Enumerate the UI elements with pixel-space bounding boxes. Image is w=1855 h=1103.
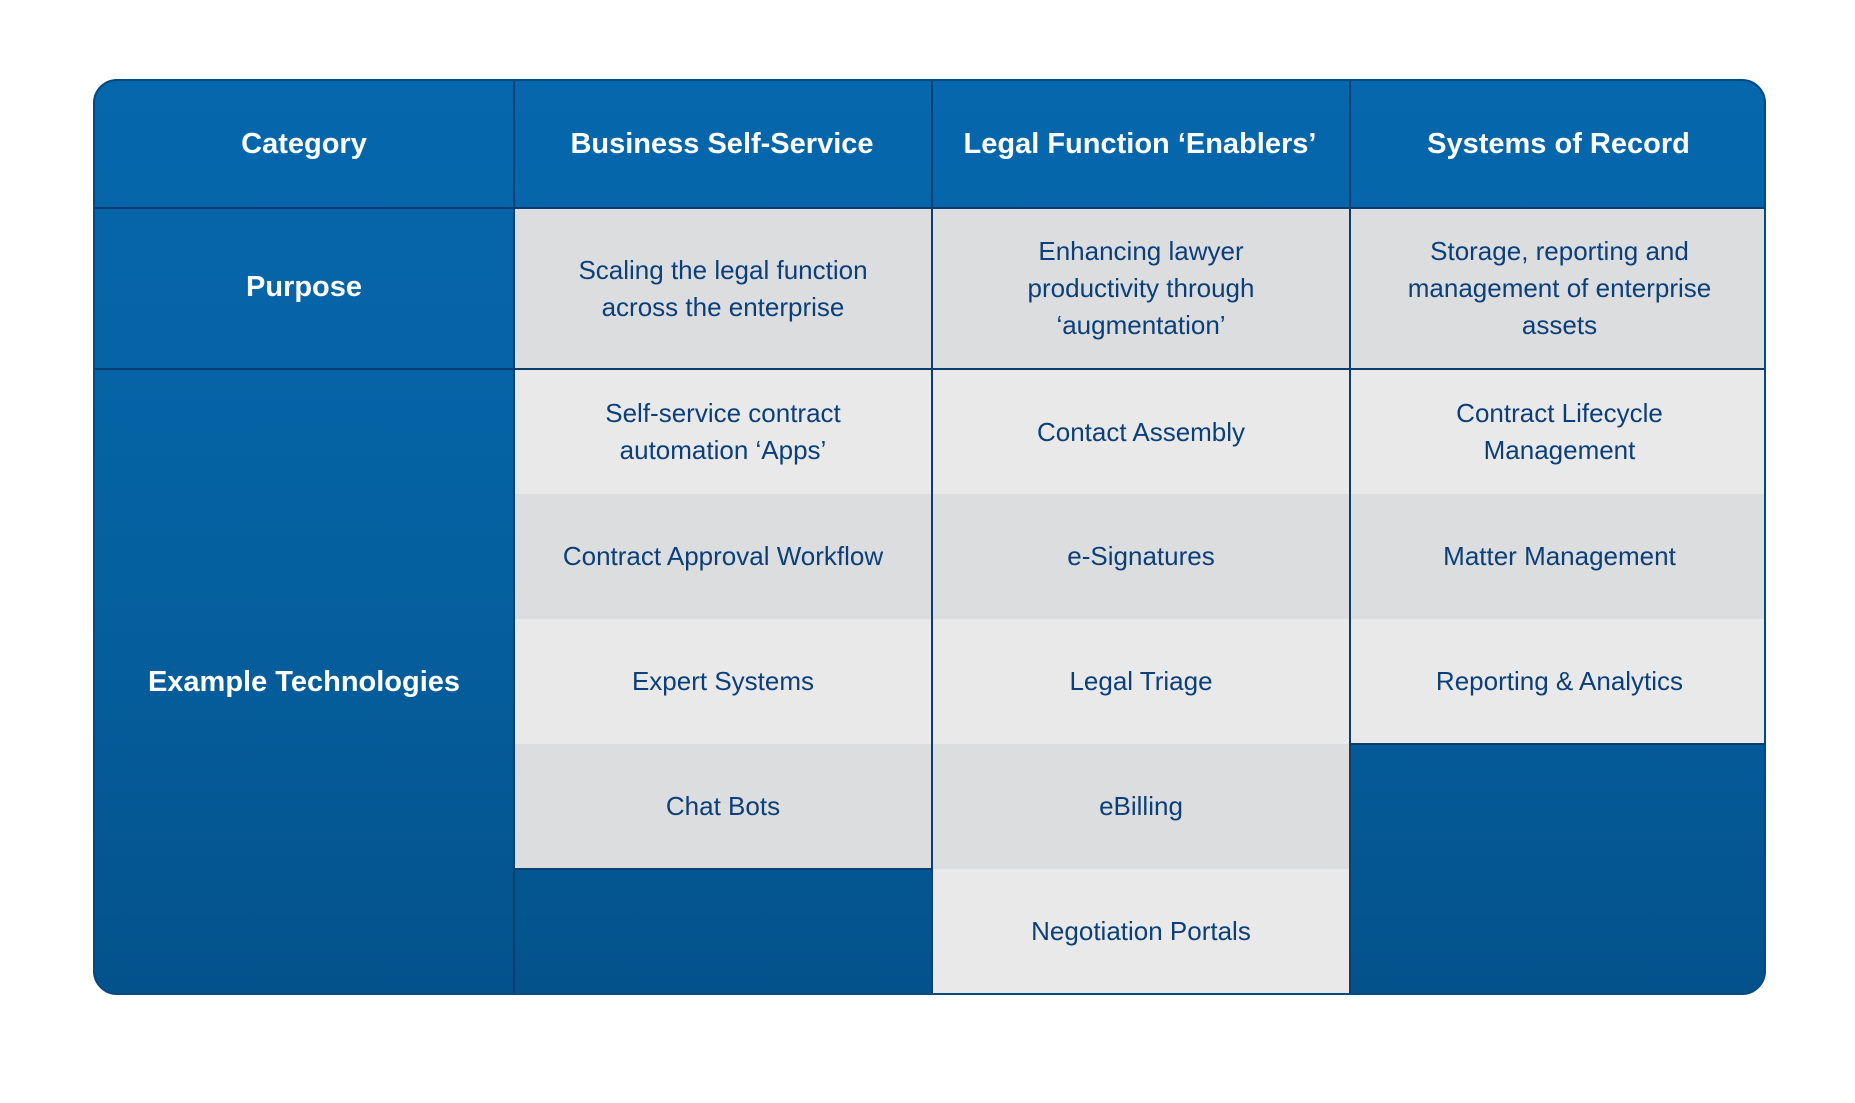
purpose-business-self-service: Scaling the legal function across the en… [515,209,931,368]
tech-e-signatures: e-Signatures [933,494,1349,619]
purpose-systems-of-record: Storage, reporting and management of ent… [1351,209,1764,368]
header-business-self-service: Business Self-Service [570,127,874,160]
technology-table: Category Business Self-Service Legal Fun… [93,79,1766,995]
tech-contact-assembly: Contact Assembly [933,370,1349,494]
row-label-example-technologies: Example Technologies [147,666,461,698]
tech-legal-triage: Legal Triage [933,619,1349,744]
tech-self-service-apps: Self-service contract automation ‘Apps’ [515,370,931,494]
row-label-purpose: Purpose [245,271,363,303]
column-divider [931,81,933,993]
tech-negotiation-portals: Negotiation Portals [933,869,1349,993]
column-divider [513,81,515,993]
purpose-legal-function-enablers: Enhancing lawyer productivity through ‘a… [933,209,1349,368]
tech-contract-approval-workflow: Contract Approval Workflow [515,494,931,619]
column-divider [1349,81,1351,993]
tech-ebilling: eBilling [933,744,1349,869]
tech-reporting-analytics: Reporting & Analytics [1351,619,1764,743]
tech-contract-lifecycle-management: Contract Lifecycle Management [1351,370,1764,494]
row-divider [95,207,1764,209]
header-legal-function-enablers: Legal Function ‘Enablers’ [963,127,1317,160]
cell-bottom-border [1349,743,1764,745]
tech-chat-bots: Chat Bots [515,744,931,868]
tech-matter-management: Matter Management [1351,494,1764,619]
header-category: Category [241,127,367,160]
row-divider [95,368,1764,370]
header-systems-of-record: Systems of Record [1427,127,1690,160]
cell-bottom-border [931,993,1351,995]
cell-bottom-border [513,868,933,870]
tech-expert-systems: Expert Systems [515,619,931,744]
